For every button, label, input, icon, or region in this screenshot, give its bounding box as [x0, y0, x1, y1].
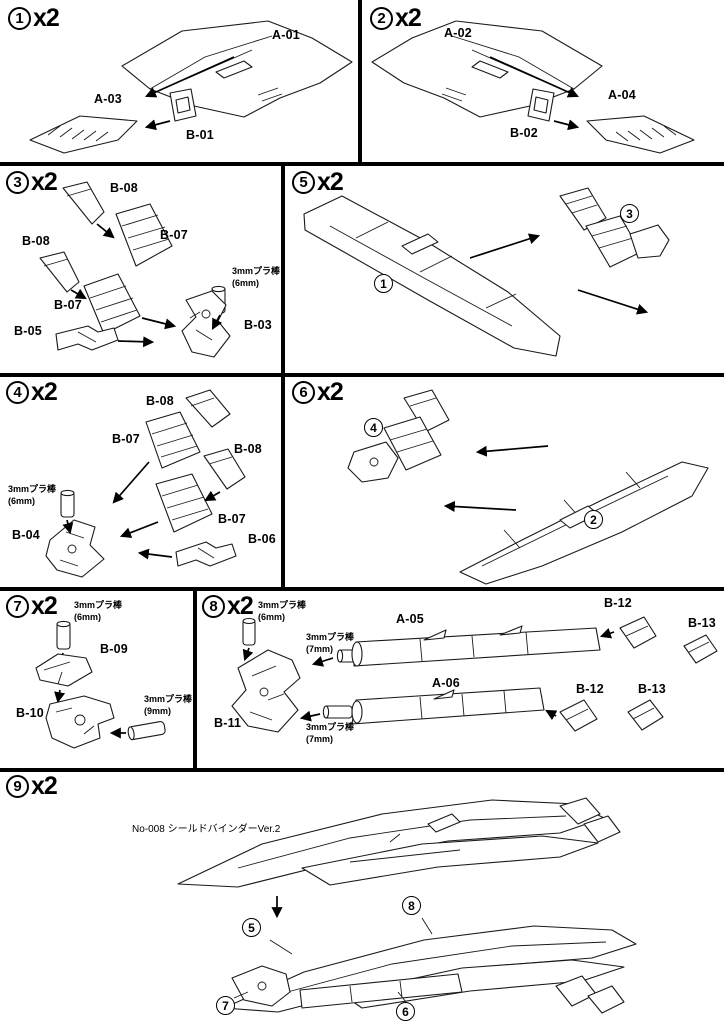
label-b07-3: B-07	[112, 432, 140, 446]
step-7-count: x2	[31, 592, 58, 620]
ref-step1: 1	[374, 274, 393, 293]
step-3-number: 3	[6, 171, 29, 194]
label-b08-3: B-08	[146, 394, 174, 408]
label-b09: B-09	[100, 642, 128, 656]
label-b08-2: B-08	[22, 234, 50, 248]
step-2-count: x2	[395, 4, 422, 32]
step-3-count: x2	[31, 168, 58, 196]
ref-step2: 2	[584, 510, 603, 529]
divider-col-row2	[281, 166, 285, 373]
step9-drawing	[177, 797, 637, 1014]
step-1-count: x2	[33, 4, 60, 32]
step7-drawing	[35, 620, 166, 749]
label-a03: A-03	[94, 92, 122, 106]
step-9-count: x2	[31, 772, 58, 800]
note-rod-6mm-step7: 3mmプラ棒 (6mm)	[74, 600, 123, 622]
step3-drawing	[39, 181, 231, 358]
label-a04: A-04	[608, 88, 636, 102]
ref-step4: 4	[364, 418, 383, 437]
step4-drawing	[45, 389, 246, 578]
step-2-number: 2	[370, 7, 393, 30]
step-1-number: 1	[8, 7, 31, 30]
step-8-number: 8	[202, 595, 225, 618]
label-b06: B-06	[248, 532, 276, 546]
label-b02: B-02	[510, 126, 538, 140]
step-5-number: 5	[292, 171, 315, 194]
note-rod-6mm-step8: 3mmプラ棒 (6mm)	[258, 600, 307, 622]
label-b07-4: B-07	[218, 512, 246, 526]
ref-step8: 8	[402, 896, 421, 915]
step-4-number: 4	[6, 381, 29, 404]
divider-col-row1	[358, 0, 362, 162]
step-9-number: 9	[6, 775, 29, 798]
step-4-count: x2	[31, 378, 58, 406]
label-b08-4: B-08	[234, 442, 262, 456]
label-b12-2: B-12	[576, 682, 604, 696]
divider-row3	[0, 587, 724, 591]
step-6-number: 6	[292, 381, 315, 404]
divider-row4	[0, 768, 724, 772]
note-rod-6mm-step3: 3mmプラ棒 (6mm)	[232, 266, 281, 288]
label-b12-1: B-12	[604, 596, 632, 610]
label-b01: B-01	[186, 128, 214, 142]
label-a01: A-01	[272, 28, 300, 42]
divider-col-row4	[193, 591, 197, 768]
label-b03: B-03	[244, 318, 272, 332]
label-b13-2: B-13	[638, 682, 666, 696]
label-b13-1: B-13	[688, 616, 716, 630]
label-a02: A-02	[444, 26, 472, 40]
ref-step6: 6	[396, 1002, 415, 1021]
note-rod-7mm-1: 3mmプラ棒 (7mm)	[306, 632, 355, 654]
step-6-count: x2	[317, 378, 344, 406]
step-8-count: x2	[227, 592, 254, 620]
ref-step3: 3	[620, 204, 639, 223]
divider-col-row3	[281, 377, 285, 587]
step2-drawing	[371, 20, 695, 154]
product-title: No-008 シールドバインダーVer.2	[132, 824, 281, 835]
step8-drawing	[231, 616, 718, 733]
label-b11: B-11	[214, 716, 242, 730]
label-b07-1: B-07	[160, 228, 188, 242]
step6-drawing	[347, 389, 709, 585]
note-rod-6mm-step4: 3mmプラ棒 (6mm)	[8, 484, 57, 506]
step-5-count: x2	[317, 168, 344, 196]
label-b08-1: B-08	[110, 181, 138, 195]
note-rod-7mm-2: 3mmプラ棒 (7mm)	[306, 722, 355, 744]
label-b07-2: B-07	[54, 298, 82, 312]
label-b05: B-05	[14, 324, 42, 338]
divider-row2	[0, 373, 724, 377]
note-rod-9mm-step7: 3mmプラ棒 (9mm)	[144, 694, 193, 716]
step1-drawing	[29, 20, 353, 154]
step5-drawing	[303, 187, 670, 357]
label-a06: A-06	[432, 676, 460, 690]
label-b10: B-10	[16, 706, 44, 720]
label-b04: B-04	[12, 528, 40, 542]
ref-step5: 5	[242, 918, 261, 937]
ref-step7: 7	[216, 996, 235, 1015]
divider-row1	[0, 162, 724, 166]
label-a05: A-05	[396, 612, 424, 626]
step-7-number: 7	[6, 595, 29, 618]
